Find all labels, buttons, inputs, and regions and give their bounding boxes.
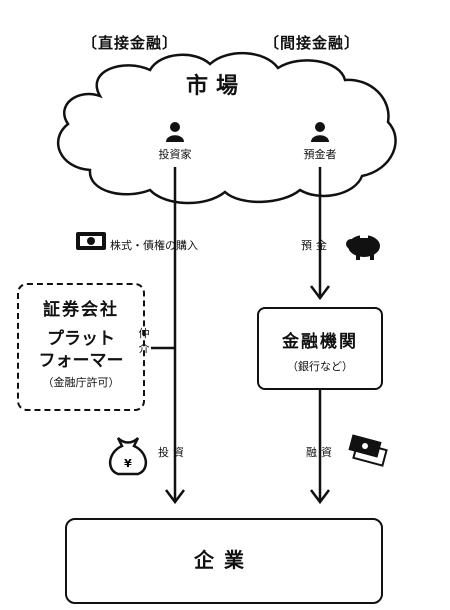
financial-institution-box: 金融機関 （銀行など） (257, 307, 383, 390)
indirect-finance-header: 〔間接金融〕 (264, 34, 361, 52)
loan-label: 融資 (306, 446, 336, 459)
buy-securities-label: 株式・債権の購入 (110, 239, 198, 252)
banknotes-icon (348, 434, 388, 467)
securities-title: 証券会社 (43, 300, 119, 320)
company-title: 企業 (194, 548, 254, 572)
cash-icon (76, 232, 106, 250)
market-cloud (57, 52, 397, 205)
piggy-bank-icon (346, 235, 380, 260)
person-icon (311, 122, 329, 142)
company-box: 企業 (65, 518, 383, 604)
depositor-label: 預金者 (303, 148, 337, 161)
securities-company-box: 証券会社 プラット フォーマー （金融庁許可） (17, 283, 145, 411)
investor-label: 投資家 (158, 148, 192, 161)
market-title: 市場 (180, 68, 253, 100)
platform-line-2: フォーマー (38, 351, 124, 371)
money-bag-icon: ¥ (109, 437, 147, 476)
bank-note: （銀行など） (287, 360, 353, 373)
platform-line-1: プラット (47, 329, 115, 349)
bank-title: 金融機関 (282, 332, 358, 352)
securities-note: （金融庁許可） (42, 376, 120, 389)
investment-label: 投資 (158, 446, 188, 459)
svg-text:¥: ¥ (124, 457, 132, 470)
direct-finance-header: 〔直接金融〕 (82, 34, 179, 52)
deposit-label: 預金 (301, 239, 331, 252)
person-icon (166, 122, 184, 142)
